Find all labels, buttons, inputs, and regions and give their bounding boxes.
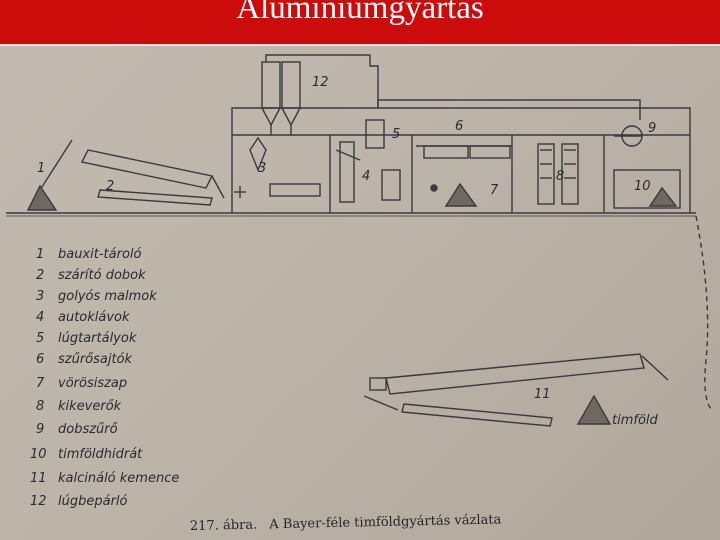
autoclaves — [335, 119, 401, 203]
legend-num: 1 — [36, 247, 44, 262]
label-1: 1 — [37, 161, 45, 176]
legend-num: 6 — [36, 352, 44, 367]
label-11: 11 — [534, 387, 551, 402]
bauxite-pile — [26, 184, 58, 211]
pump-icon — [430, 184, 438, 192]
legend-num: 2 — [36, 268, 44, 283]
legend-text: kikeverők — [58, 399, 122, 414]
legend-text: kalcináló kemence — [58, 471, 179, 486]
hydrate-pile — [648, 186, 678, 207]
legend-num: 9 — [36, 422, 44, 437]
legend-text: dobszűrő — [58, 422, 119, 437]
label-6: 6 — [455, 119, 463, 134]
ball-mill — [234, 136, 321, 198]
return-pipe — [377, 99, 641, 120]
legend-text: szárító dobok — [58, 268, 146, 283]
calcining-kiln — [363, 353, 669, 427]
label-2: 2 — [106, 179, 114, 194]
legend-num: 10 — [30, 447, 47, 462]
legend-num: 11 — [30, 471, 47, 486]
evaporator-towers — [261, 54, 379, 135]
red-mud-pile — [444, 182, 478, 207]
figure-caption: 217. ábra. A Bayer-féle timföldgyártás v… — [190, 512, 502, 534]
legend-num: 8 — [36, 399, 44, 414]
legend-text: lúgbepárló — [58, 494, 128, 509]
mixers — [537, 143, 579, 205]
slide-title: Alumíniumgyártás — [236, 0, 484, 26]
title-bar: Alumíniumgyártás — [0, 0, 720, 46]
alumina-pile — [576, 394, 612, 425]
label-3: 3 — [258, 161, 266, 176]
legend-text: lúgtartályok — [58, 331, 137, 346]
label-12: 12 — [312, 75, 329, 90]
label-4: 4 — [362, 169, 370, 184]
legend-num: 4 — [36, 310, 44, 325]
legend-num: 3 — [36, 289, 44, 304]
scanned-figure — [0, 46, 720, 540]
figure-number: 217. ábra. — [190, 518, 258, 534]
label-timfold: timföld — [612, 413, 659, 428]
legend-text: szűrősajtók — [58, 352, 133, 367]
legend-num: 5 — [36, 331, 44, 346]
filter-presses — [416, 145, 512, 159]
label-9: 9 — [648, 121, 656, 136]
label-10: 10 — [634, 179, 651, 194]
legend-num: 7 — [36, 376, 45, 391]
legend-text: vörösiszap — [58, 376, 127, 391]
figure-caption-text: A Bayer-féle timföldgyártás vázlata — [268, 512, 502, 532]
drying-drum — [39, 139, 225, 206]
legend-text: bauxit-tároló — [58, 247, 142, 262]
conveyor-dashed — [695, 215, 713, 411]
building-outline — [231, 107, 691, 213]
legend-text: autoklávok — [58, 310, 130, 325]
label-7: 7 — [490, 183, 499, 198]
legend-text: timföldhidrát — [58, 447, 143, 462]
legend-num: 12 — [30, 494, 47, 509]
hydrate-bin — [613, 169, 681, 209]
label-8: 8 — [556, 169, 564, 184]
label-5: 5 — [392, 127, 400, 142]
legend-text: golyós malmok — [58, 289, 157, 304]
legend: 1 bauxit-tároló 2 szárító dobok 3 golyós… — [30, 247, 179, 509]
